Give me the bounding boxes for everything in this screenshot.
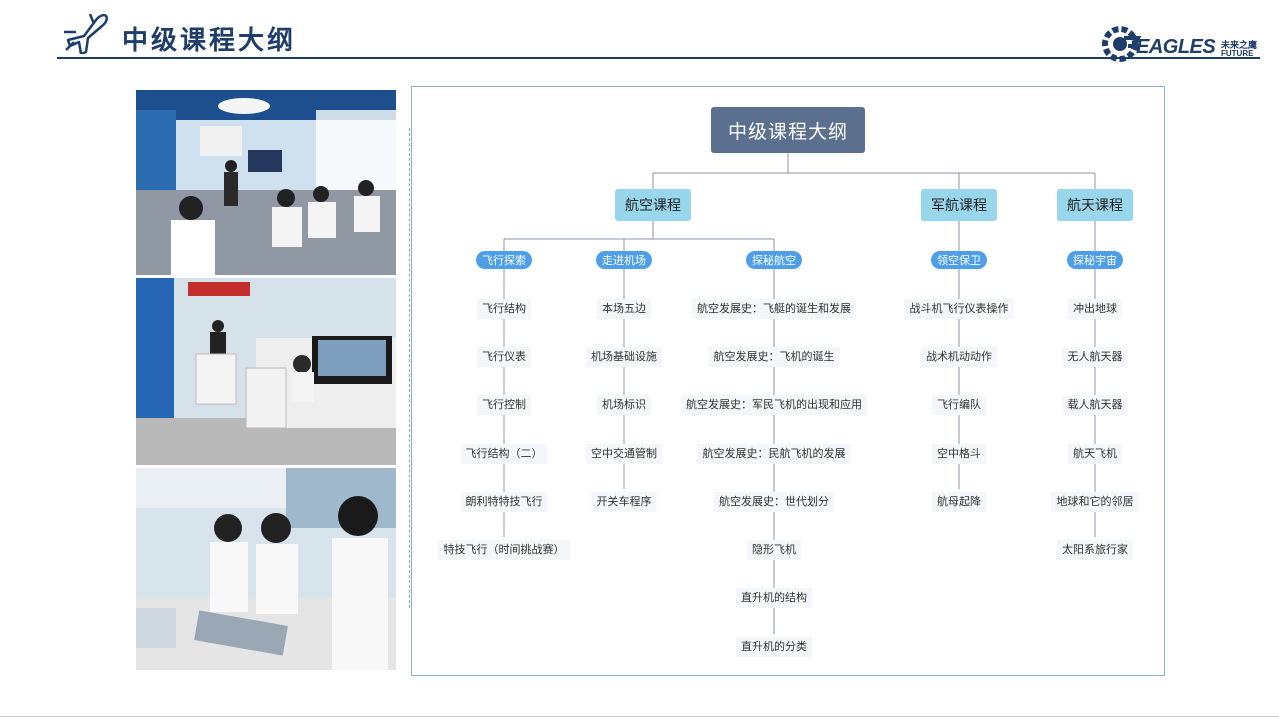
leaf-item: 机场标识 (597, 395, 651, 415)
leaf-item: 航天飞机 (1068, 444, 1122, 464)
leaf-item: 飞行仪表 (477, 347, 531, 367)
logo-text: EAGLES (1136, 36, 1216, 58)
leaf-item: 机场基础设施 (586, 347, 662, 367)
leaf-item: 太阳系旅行家 (1057, 540, 1133, 560)
category-space: 航天课程 (1057, 189, 1133, 221)
group-universe: 探秘宇宙 (1067, 251, 1123, 269)
workshop-photo (136, 468, 396, 670)
leaf-item: 直升机的结构 (736, 588, 812, 608)
category-military: 军航课程 (921, 189, 997, 221)
leaf-item: 空中交通管制 (586, 444, 662, 464)
leaf-item: 航空发展史：飞艇的诞生和发展 (692, 299, 856, 319)
group-airport: 走进机场 (596, 251, 652, 269)
leaf-item: 直升机的分类 (736, 637, 812, 657)
leaf-item: 开关车程序 (591, 492, 657, 512)
category-aviation: 航空课程 (615, 189, 691, 221)
leaf-item: 无人航天器 (1062, 347, 1128, 367)
leaf-item: 飞行结构（二） (460, 444, 548, 464)
leaf-item: 航空发展史：民航飞机的发展 (697, 444, 851, 464)
leaf-item: 朗利特特技飞行 (460, 492, 548, 512)
leaf-item: 飞行控制 (477, 395, 531, 415)
logo-subtitle-en: FUTURE (1221, 49, 1254, 58)
leaf-item: 航空发展史：世代划分 (714, 492, 834, 512)
leaf-item: 战术机动动作 (921, 347, 997, 367)
leaf-item: 隐形飞机 (747, 540, 801, 560)
leaf-item: 航空发展史：飞机的诞生 (708, 347, 840, 367)
airplane-icon (64, 13, 109, 54)
group-airspace-defense: 领空保卫 (931, 251, 987, 269)
leaf-item: 本场五边 (597, 299, 651, 319)
leaf-item: 飞行编队 (932, 395, 986, 415)
leaf-item: 飞行结构 (477, 299, 531, 319)
group-aviation-history: 探秘航空 (746, 251, 802, 269)
eagles-logo (1102, 26, 1142, 62)
root-node: 中级课程大纲 (711, 107, 865, 153)
simulator-photo (136, 278, 396, 465)
logo-subtitle-cn: 未来之鹰 (1221, 41, 1258, 51)
leaf-item: 航空发展史：军民飞机的出现和应用 (681, 395, 867, 415)
leaf-item: 地球和它的邻居 (1051, 492, 1139, 512)
leaf-item: 战斗机飞行仪表操作 (904, 299, 1014, 319)
leaf-item: 载人航天器 (1062, 395, 1128, 415)
section-divider (409, 128, 410, 608)
leaf-item: 特技飞行（时间挑战赛） (438, 540, 570, 560)
page-title: 中级课程大纲 (122, 26, 297, 56)
leaf-item: 航母起降 (932, 492, 986, 512)
classroom-photo (136, 90, 396, 275)
group-flight-exploration: 飞行探索 (476, 251, 532, 269)
footer-divider (0, 716, 1279, 717)
diagram-connectors (503, 153, 1096, 634)
leaf-item: 空中格斗 (932, 444, 986, 464)
header-divider (57, 57, 1260, 59)
curriculum-diagram: 中级课程大纲 航空课程 军航课程 航天课程 飞行探索 走进机场 探秘航空 领空保… (411, 86, 1165, 676)
leaf-item: 冲出地球 (1068, 299, 1122, 319)
